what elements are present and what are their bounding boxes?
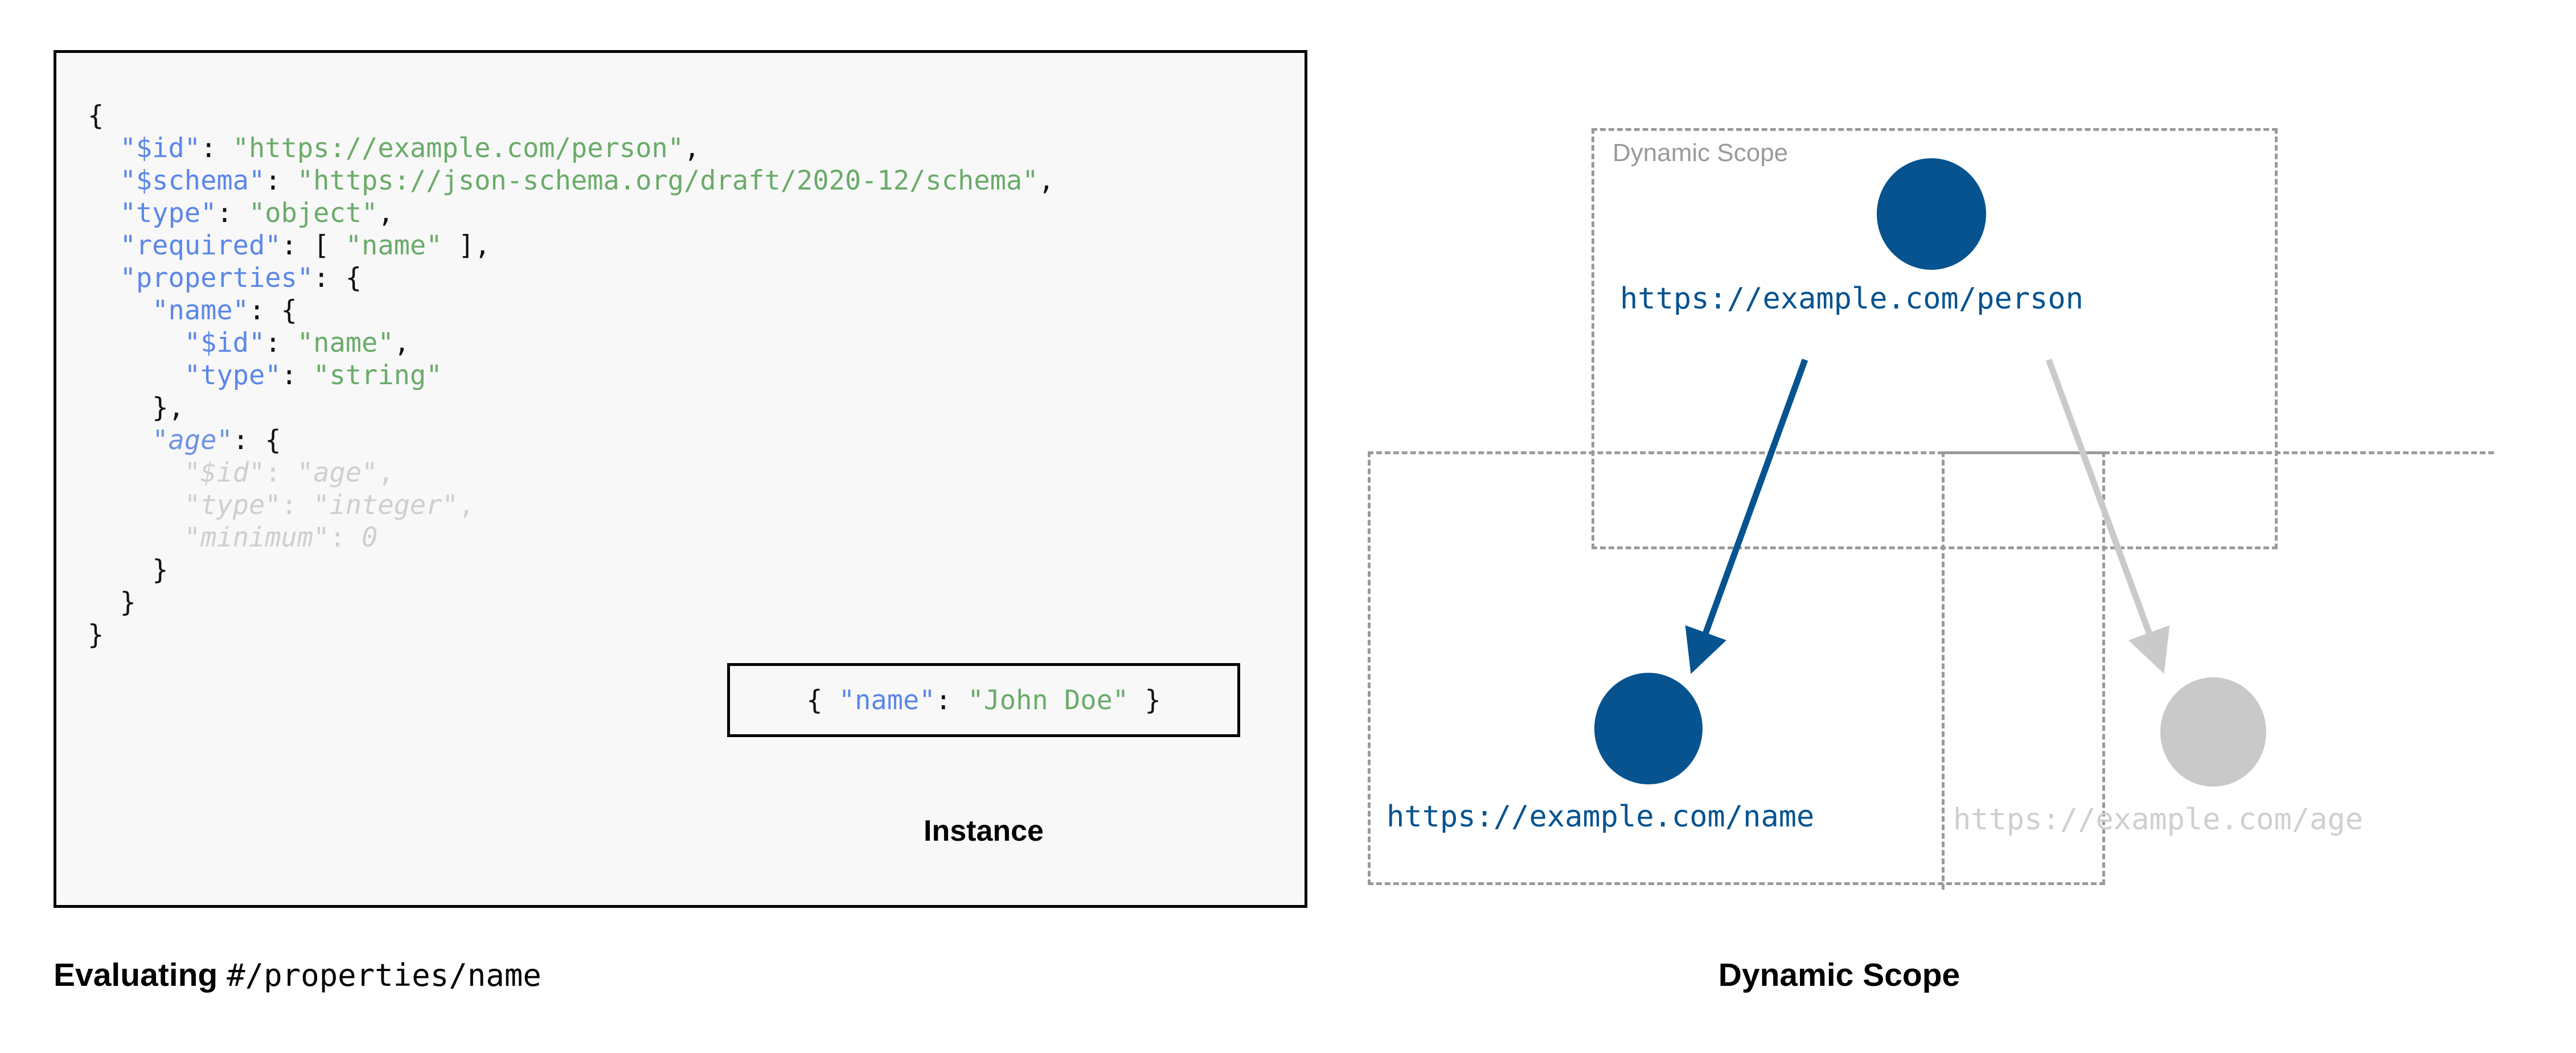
- code-token: "type": [120, 198, 217, 229]
- arrow-person-to-name: [1685, 359, 1808, 674]
- node-label-name: https://example.com/name: [1387, 800, 1815, 834]
- code-token: "John Doe": [967, 684, 1129, 716]
- code-token: "age": [297, 457, 378, 488]
- code-token: "required": [120, 230, 281, 261]
- code-token: :: [265, 327, 297, 359]
- code-token: "name": [152, 295, 249, 326]
- schema-code-block: { "$id": "https://example.com/person", "…: [88, 100, 1055, 651]
- code-token: "$id": [184, 327, 265, 359]
- code-token: "$schema": [120, 165, 265, 196]
- dynamic-scope-diagram: Dynamic Scope https://example.com/person…: [1355, 97, 2494, 911]
- code-token: "https://json-schema.org/draft/2020-12/s…: [297, 165, 1039, 196]
- code-token: : {: [232, 425, 281, 456]
- scope-box-age: [1942, 451, 2494, 890]
- node-name: [1594, 673, 1703, 784]
- instance-code: { "name": "John Doe" }: [806, 685, 1161, 716]
- code-token: "name": [297, 327, 394, 359]
- node-person: [1877, 158, 1986, 270]
- code-token: }: [152, 554, 169, 586]
- code-token: }: [120, 587, 136, 618]
- left-caption-bold: Evaluating: [54, 957, 227, 993]
- code-token: "name": [838, 684, 936, 716]
- code-token: ,: [683, 133, 700, 164]
- code-token: "string": [313, 360, 442, 391]
- code-token: : {: [313, 262, 362, 294]
- code-token: "$id": [120, 133, 201, 164]
- code-token: ,: [378, 198, 394, 229]
- code-token: ,: [378, 457, 394, 488]
- node-label-person: https://example.com/person: [1620, 282, 2083, 316]
- instance-box: { "name": "John Doe" }: [727, 663, 1240, 737]
- scope-box-name: [1368, 451, 2105, 885]
- code-token: :: [281, 490, 314, 521]
- code-token: "object": [248, 198, 378, 229]
- arrow-person-to-age: [2045, 359, 2170, 674]
- code-token: "type": [184, 490, 281, 521]
- scope-box-label: Dynamic Scope: [1613, 139, 1789, 167]
- code-token: "integer": [313, 490, 458, 521]
- code-token: "https://example.com/person": [232, 133, 684, 164]
- node-age: [2160, 677, 2266, 787]
- code-token: :: [265, 457, 297, 488]
- code-token: "properties": [120, 262, 314, 294]
- code-token: {: [806, 684, 839, 716]
- node-label-age: https://example.com/age: [1953, 803, 2364, 837]
- code-token: ],: [442, 230, 491, 261]
- code-token: "minimum": [184, 522, 330, 553]
- code-token: "type": [184, 360, 281, 391]
- code-token: : [: [281, 230, 346, 261]
- code-token: },: [152, 392, 184, 423]
- code-token: 0: [362, 522, 378, 553]
- code-token: : {: [248, 295, 297, 326]
- code-token: "$id": [184, 457, 265, 488]
- code-token: "age": [152, 425, 233, 456]
- code-token: }: [1129, 684, 1161, 716]
- code-token: ,: [1038, 165, 1055, 196]
- code-token: "name": [345, 230, 442, 261]
- left-caption: Evaluating #/properties/name: [54, 956, 1307, 994]
- instance-caption: Instance: [924, 815, 1044, 848]
- right-caption: Dynamic Scope: [1718, 957, 1960, 993]
- code-token: }: [88, 619, 104, 651]
- code-token: ,: [393, 327, 410, 359]
- code-token: {: [88, 100, 104, 131]
- scope-box-person: [1591, 128, 2278, 549]
- code-token: :: [200, 133, 233, 164]
- code-token: :: [935, 684, 968, 716]
- left-caption-pointer: #/properties/name: [227, 957, 542, 993]
- code-token: :: [265, 165, 297, 196]
- scope-arrows: [1685, 359, 2170, 674]
- code-token: :: [281, 360, 314, 391]
- code-token: :: [216, 198, 249, 229]
- code-token: :: [329, 522, 362, 553]
- code-token: ,: [458, 490, 475, 521]
- schema-code-panel: { "$id": "https://example.com/person", "…: [54, 50, 1307, 908]
